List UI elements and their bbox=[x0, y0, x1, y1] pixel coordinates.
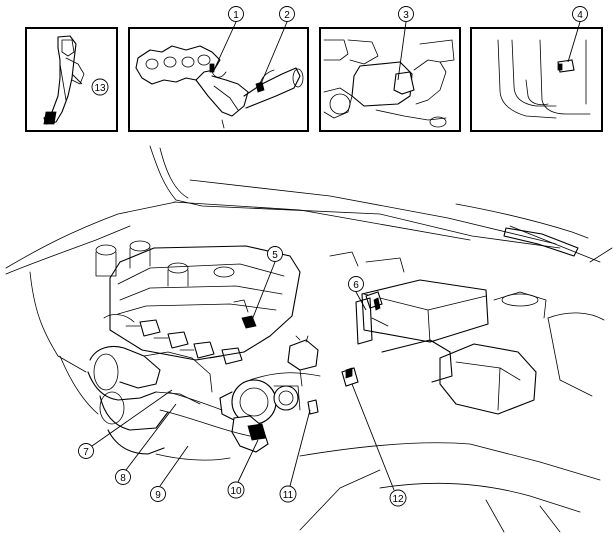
svg-text:12: 12 bbox=[392, 494, 404, 505]
svg-text:8: 8 bbox=[120, 473, 126, 484]
callout-7: 7 bbox=[78, 443, 94, 459]
inset-purge-solenoid bbox=[319, 27, 461, 132]
svg-text:4: 4 bbox=[577, 10, 583, 21]
fuel-injectors bbox=[103, 314, 243, 365]
svg-text:1: 1 bbox=[233, 10, 239, 21]
svg-text:10: 10 bbox=[230, 486, 242, 497]
inset-sensor-hoses bbox=[470, 27, 603, 132]
throttle-body bbox=[219, 379, 301, 453]
callout-12: 12 bbox=[389, 489, 407, 507]
callout-6: 6 bbox=[348, 276, 364, 292]
callout-10: 10 bbox=[227, 481, 245, 499]
callout-4: 4 bbox=[572, 6, 588, 22]
callout-1: 1 bbox=[228, 6, 244, 22]
callout-leaders bbox=[71, 21, 581, 491]
svg-text:13: 13 bbox=[94, 83, 106, 94]
svg-text:6: 6 bbox=[353, 280, 359, 291]
svg-text:5: 5 bbox=[272, 250, 278, 261]
callout-13: 13 bbox=[91, 78, 109, 96]
callout-11: 11 bbox=[279, 485, 297, 503]
callout-9: 9 bbox=[150, 486, 166, 502]
svg-text:7: 7 bbox=[83, 447, 89, 458]
battery bbox=[355, 279, 489, 345]
svg-text:3: 3 bbox=[403, 10, 409, 21]
callout-5: 5 bbox=[267, 246, 283, 262]
callout-8: 8 bbox=[115, 469, 131, 485]
callout-labels: 1 2 3 4 5 6 7 8 bbox=[78, 6, 588, 507]
svg-text:9: 9 bbox=[155, 490, 161, 501]
intake-manifold bbox=[87, 345, 213, 455]
svg-text:2: 2 bbox=[284, 10, 290, 21]
callout-2: 2 bbox=[279, 6, 295, 22]
inset-exhaust-manifold bbox=[128, 27, 309, 132]
svg-text:11: 11 bbox=[283, 490, 294, 501]
callout-3: 3 bbox=[398, 6, 414, 22]
engine-bay-illustration bbox=[5, 145, 613, 533]
